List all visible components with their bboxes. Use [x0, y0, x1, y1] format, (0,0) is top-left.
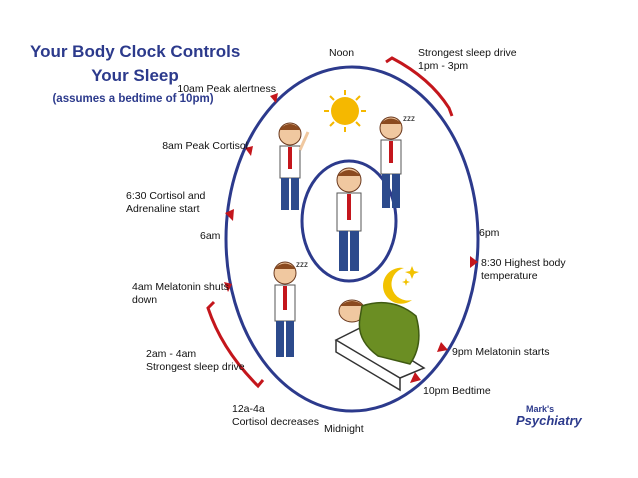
person-center-icon — [336, 167, 362, 271]
label-noon: Noon — [329, 47, 355, 59]
bed-icon — [334, 299, 426, 392]
label-midnight: Midnight — [324, 423, 364, 435]
label-strongest-sleep-drive-pm: Strongest sleep drive 1pm - 3pm — [418, 47, 517, 73]
inner-circle — [300, 159, 398, 283]
label-zzz-lower: zzz — [296, 260, 308, 269]
label-strongest-sleep-drive-am: 2am - 4am Strongest sleep drive — [146, 348, 245, 374]
label-line: down — [132, 294, 158, 306]
label-line: Adrenaline start — [126, 203, 200, 215]
label-line: 1pm - 3pm — [418, 60, 469, 72]
sleep-drive-pm-bracket — [385, 56, 454, 117]
label-melatonin-shuts-down: 4am Melatonin shuts down — [132, 281, 229, 307]
label-line: 4am Melatonin shuts — [132, 281, 229, 293]
marker-10am — [270, 93, 278, 103]
title-line-1: Your Body Clock Controls — [30, 42, 241, 61]
star-icon — [405, 266, 419, 279]
star-icon-small — [402, 278, 410, 286]
label-peak-cortisol: 8am Peak Cortisol — [162, 140, 248, 152]
label-line: 2am - 4am — [146, 348, 197, 360]
person-sleepy-icon — [379, 116, 403, 208]
marker-830pm — [470, 256, 478, 268]
label-cortisol-adrenaline: 6:30 Cortisol and Adrenaline start — [126, 190, 205, 216]
label-line: 6:30 Cortisol and — [126, 190, 206, 202]
brand-line-2: Psychiatry — [516, 413, 582, 428]
sun-icon — [324, 90, 366, 132]
moon-icon — [383, 266, 419, 304]
label-peak-alertness: 10am Peak alertness — [177, 83, 276, 95]
title-line-2: Your Sleep — [91, 66, 179, 85]
marker-630 — [225, 209, 234, 221]
marker-10pm — [410, 372, 421, 383]
person-tired-icon — [273, 261, 297, 357]
sleep-drive-am-bracket — [206, 300, 265, 389]
label-line: Cortisol decreases — [232, 416, 319, 428]
label-zzz-upper: zzz — [403, 114, 415, 123]
brand-line-1: Mark's — [526, 404, 555, 414]
label-bedtime: 10pm Bedtime — [423, 385, 491, 397]
label-line: Strongest sleep drive — [146, 361, 245, 373]
brand-logo: Mark's Psychiatry — [516, 403, 582, 427]
label-6am: 6am — [200, 230, 221, 242]
time-markers — [224, 93, 478, 383]
label-cortisol-decreases: 12a-4a Cortisol decreases — [232, 403, 319, 429]
label-line: Strongest sleep drive — [418, 47, 517, 59]
label-line: 8:30 Highest body — [481, 257, 566, 269]
outer-clock-circle — [224, 65, 480, 413]
label-6pm: 6pm — [479, 227, 500, 239]
label-line: temperature — [481, 270, 538, 282]
marker-4am — [224, 282, 232, 292]
label-highest-body-temp: 8:30 Highest body temperature — [481, 257, 566, 283]
label-line: 12a-4a — [232, 403, 265, 415]
title-subtitle: (assumes a bedtime of 10pm) — [52, 93, 214, 105]
person-alert-icon — [278, 122, 310, 210]
marker-9pm — [437, 342, 448, 352]
label-melatonin-starts: 9pm Melatonin starts — [452, 346, 550, 358]
marker-8am — [245, 146, 253, 156]
